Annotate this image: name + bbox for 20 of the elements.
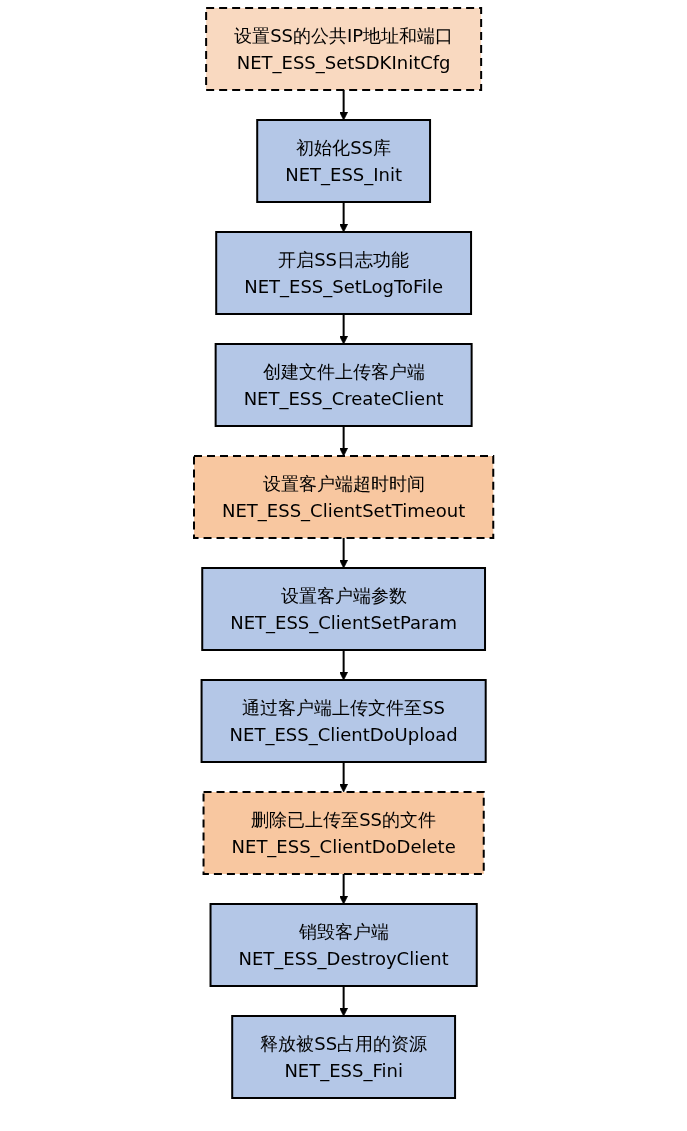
node-box <box>202 791 485 875</box>
arrow <box>339 201 348 233</box>
arrow <box>339 649 348 681</box>
arrow <box>339 761 348 793</box>
node-box <box>256 119 431 203</box>
arrow <box>339 985 348 1017</box>
arrow <box>339 89 348 121</box>
node-box <box>205 7 482 91</box>
node-box <box>200 679 487 763</box>
node-box <box>192 455 495 539</box>
node-box <box>231 1015 456 1099</box>
arrow <box>339 313 348 345</box>
node-box <box>201 567 486 651</box>
node-box <box>214 343 473 427</box>
node-box <box>215 231 472 315</box>
arrow <box>339 873 348 905</box>
arrow <box>339 425 348 457</box>
flowchart: 设置SS的公共IP地址和端口 NET_ESS_SetSDKInitCfg 初始化SS库 NET_ESS_Init 开启SS日志功能 NET_ESS_SetLogToFile 创建文件上传客户端 NET_ESS_CreateClient 设置客户端超时时间 NET_ESS_ClientSetTimeout 设置客户端参数 NET_ESS_ClientSetParam 通过客户端上传文件至SS NET_ESS_ClientDoUpload 删除已上传至SS的文件 NET_ESS_ClientDoDelete 销毁客户端 NET_ESS_DestroyClient 释放被SS占用的资源 NET_ESS_Fini <box>185 0 502 1106</box>
arrow <box>339 537 348 569</box>
node-box <box>209 903 478 987</box>
